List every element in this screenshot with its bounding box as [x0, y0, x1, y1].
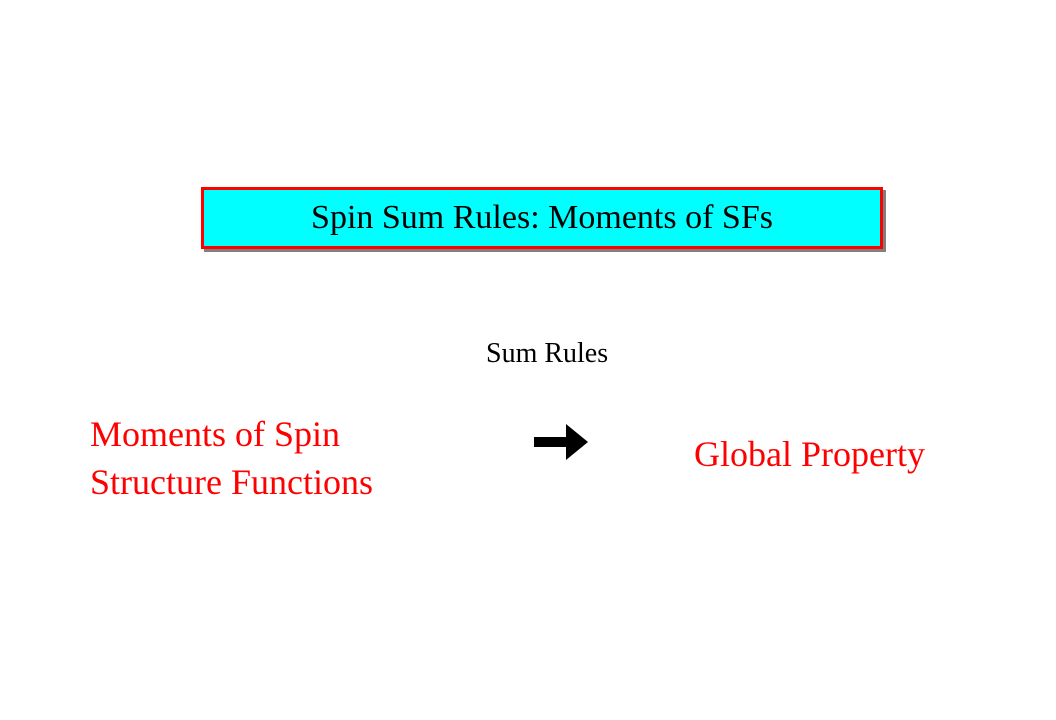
left-concept-line-2: Structure Functions	[90, 462, 373, 502]
right-concept: Global Property	[694, 434, 925, 474]
left-concept: Moments of Spin Structure Functions	[90, 410, 373, 506]
right-arrow-icon	[534, 424, 588, 460]
slide-title: Spin Sum Rules: Moments of SFs	[311, 199, 773, 236]
arrow-caption: Sum Rules	[486, 338, 609, 369]
left-concept-line-1: Moments of Spin	[90, 414, 341, 454]
slide-title-box: Spin Sum Rules: Moments of SFs	[201, 187, 883, 249]
